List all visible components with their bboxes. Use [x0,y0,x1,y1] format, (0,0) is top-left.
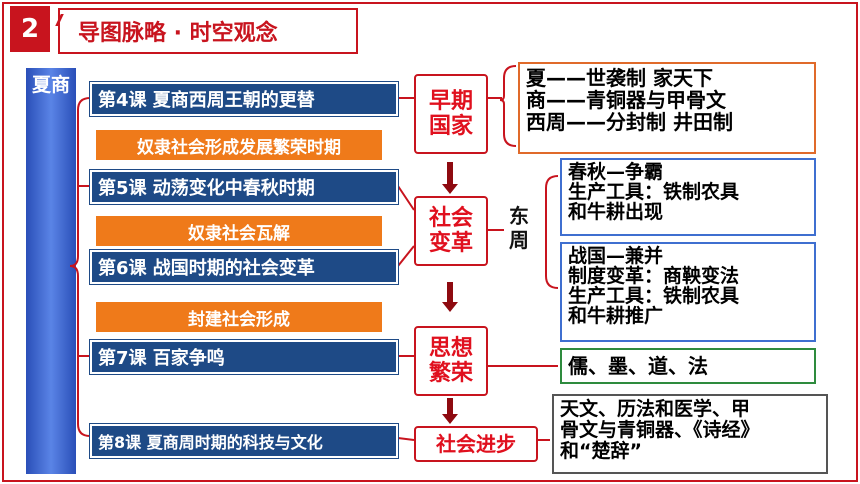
category-thought-line2: 繁荣 [428,361,473,386]
lesson-8[interactable]: 第8课 夏商周时期的科技与文化 [90,424,398,458]
detail-zhanguo-line3: 生产工具：铁制农具 [568,284,740,307]
lesson-7[interactable]: 第7课 百家争鸣 [90,340,398,374]
detail-chunqiu-line2: 生产工具：铁制农具 [568,180,740,203]
lesson-6[interactable]: 第6课 战国时期的社会变革 [90,250,398,284]
detail-zhanguo: 战国—兼并 制度变革：商鞅变法 生产工具：铁制农具 和牛耕推广 [560,242,816,342]
category-early-state: 早期 国家 [414,74,488,154]
category-thought-line1: 思想 [428,335,473,361]
down-arrow-2 [442,282,458,312]
lesson-5-label: 第5课 动荡变化中春秋时期 [98,178,315,199]
section-title-text: 导图脉略 · 时空观念 [78,21,278,46]
detail-progress-line2: 骨文与青铜器、《诗经》 [560,418,760,441]
detail-progress-line3: 和“楚辞” [560,439,642,462]
detail-zhanguo-line1: 战国—兼并 [568,245,664,267]
detail-early-line3: 西周——分封制 井田制 [526,110,733,134]
bracket-early [488,65,517,147]
detail-progress: 天文、历法和医学、甲 骨文与青铜器、《诗经》 和“楚辞” [552,394,828,474]
category-social-progress: 社会进步 [414,426,538,462]
detail-chunqiu: 春秋—争霸 生产工具：铁制农具 和牛耕出现 [560,158,816,236]
link-l6 [397,245,415,267]
detail-thought-line1: 儒、墨、道、法 [568,354,708,378]
link-l5 [397,185,415,211]
detail-early-line1: 夏——世袭制 家天下 [526,66,713,90]
category-early-state-line2: 国家 [428,114,473,139]
left-bracket [69,97,91,437]
xiashang-label: 夏商 [31,74,70,96]
down-arrow-1 [442,162,458,194]
category-thought: 思想 繁荣 [414,326,488,396]
lesson-5[interactable]: 第5课 动荡变化中春秋时期 [90,170,398,204]
detail-zhanguo-line4: 和牛耕推广 [568,304,664,327]
xiashang-sidebar [26,68,76,474]
detail-progress-line1: 天文、历法和医学、甲 [560,398,751,420]
dongzhou-line1: 东 [509,204,529,228]
link-l8 [397,437,415,441]
era-slave-formation: 奴隶社会形成发展繁荣时期 [96,130,382,160]
lesson-7-label: 第7课 百家争鸣 [98,348,225,369]
detail-early-line2: 商——青铜器与甲骨文 [526,88,726,112]
detail-chunqiu-line1: 春秋—争霸 [568,161,664,183]
detail-thought: 儒、墨、道、法 [560,348,816,384]
bracket-dongzhou [545,175,559,289]
detail-early-state: 夏——世袭制 家天下 商——青铜器与甲骨文 西周——分封制 井田制 [518,62,816,154]
lesson-4[interactable]: 第4课 夏商西周王朝的更替 [90,82,398,116]
down-arrow-3 [442,398,458,424]
category-early-state-line1: 早期 [428,88,473,114]
era-slave-collapse: 奴隶社会瓦解 [96,216,382,246]
detail-zhanguo-line2: 制度变革：商鞅变法 [568,264,740,287]
category-social-reform: 社会 变革 [414,196,488,266]
section-title: 导图脉略 · 时空观念 [58,8,358,54]
era-feudal-formation: 封建社会形成 [96,302,382,332]
lesson-4-label: 第4课 夏商西周王朝的更替 [98,90,315,111]
category-social-reform-line1: 社会 [428,205,473,231]
section-number-badge: 2 [10,6,50,52]
dongzhou-line2: 周 [509,228,529,252]
category-social-reform-line2: 变革 [428,231,473,256]
category-social-progress-label: 社会进步 [436,431,516,456]
dongzhou-label: 东 周 [504,204,534,252]
detail-chunqiu-line3: 和牛耕出现 [568,200,664,223]
lesson-6-label: 第6课 战国时期的社会变革 [98,258,315,279]
lesson-8-label: 第8课 夏商周时期的科技与文化 [98,433,323,452]
